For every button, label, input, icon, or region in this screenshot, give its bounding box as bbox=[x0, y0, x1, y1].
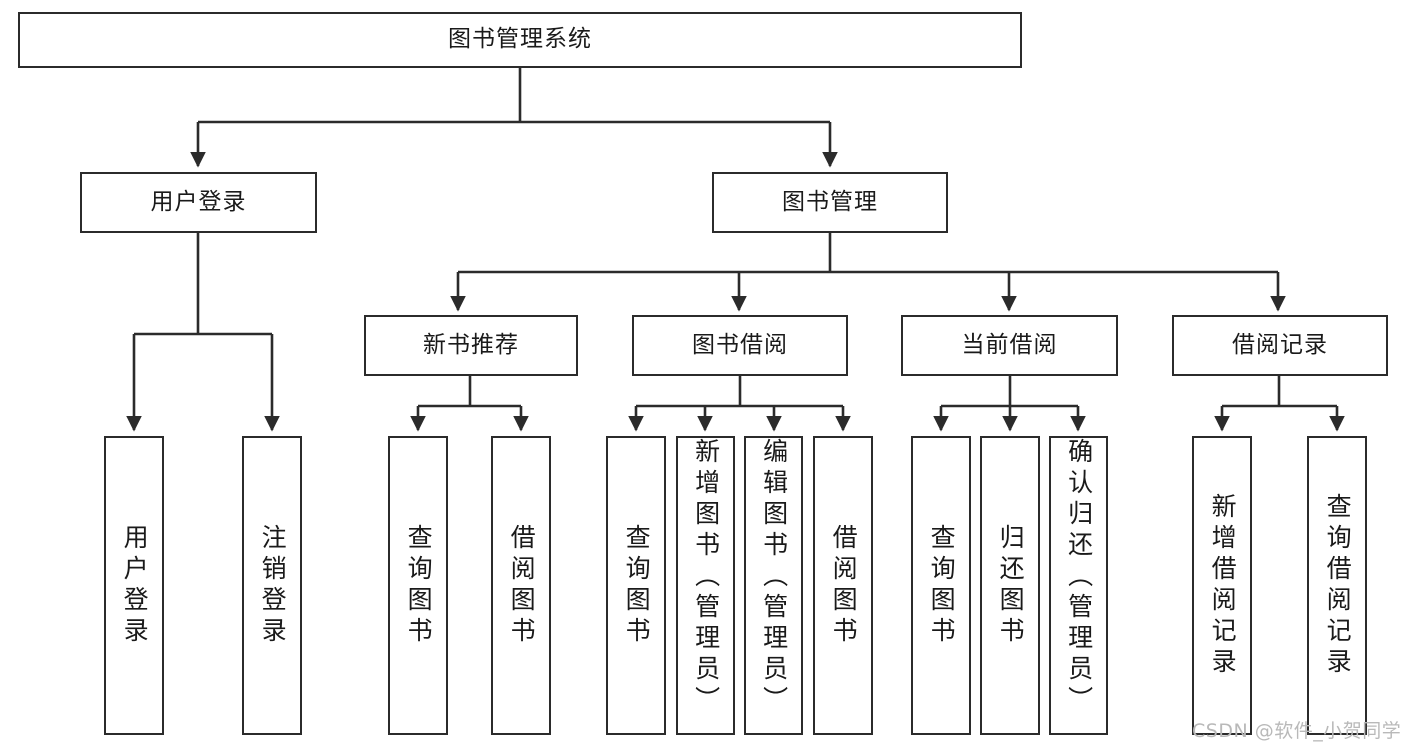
node-leaf-add-book[interactable]: 新增图书（管理员） bbox=[676, 436, 735, 735]
node-label: 用户登录 bbox=[150, 188, 247, 215]
node-leaf-return-book[interactable]: 归还图书 bbox=[980, 436, 1040, 735]
node-label: 借阅记录 bbox=[1232, 331, 1328, 358]
node-leaf-query-book-borrow[interactable]: 查询图书 bbox=[606, 436, 666, 735]
node-leaf-borrow-book-recommend[interactable]: 借阅图书 bbox=[491, 436, 551, 735]
node-label: 编辑图书（管理员） bbox=[759, 438, 789, 717]
node-label: 用户登录 bbox=[120, 523, 150, 648]
node-label: 借阅图书 bbox=[507, 523, 537, 648]
node-label: 图书管理系统 bbox=[448, 26, 592, 53]
node-label: 查询借阅记录 bbox=[1323, 492, 1353, 679]
node-label: 图书借阅 bbox=[692, 331, 788, 358]
node-book-management[interactable]: 图书管理 bbox=[712, 172, 948, 233]
node-leaf-borrow-book[interactable]: 借阅图书 bbox=[813, 436, 873, 735]
node-label: 借阅图书 bbox=[829, 523, 859, 648]
node-label: 新增图书（管理员） bbox=[691, 438, 721, 717]
node-book-borrow[interactable]: 图书借阅 bbox=[632, 315, 848, 376]
node-leaf-edit-book[interactable]: 编辑图书（管理员） bbox=[744, 436, 803, 735]
node-label: 查询图书 bbox=[622, 523, 652, 648]
node-leaf-confirm-return[interactable]: 确认归还（管理员） bbox=[1049, 436, 1108, 735]
node-leaf-query-book-current[interactable]: 查询图书 bbox=[911, 436, 971, 735]
node-leaf-query-book-recommend[interactable]: 查询图书 bbox=[388, 436, 448, 735]
node-leaf-query-borrow-record[interactable]: 查询借阅记录 bbox=[1307, 436, 1367, 735]
node-label: 归还图书 bbox=[996, 523, 1026, 648]
node-borrow-record[interactable]: 借阅记录 bbox=[1172, 315, 1388, 376]
node-label: 注销登录 bbox=[258, 523, 288, 648]
node-label: 新书推荐 bbox=[423, 331, 519, 358]
node-new-book-recommend[interactable]: 新书推荐 bbox=[364, 315, 578, 376]
node-user-login[interactable]: 用户登录 bbox=[80, 172, 317, 233]
csdn-watermark: CSDN @软件_小贺同学 bbox=[1192, 720, 1402, 742]
node-label: 确认归还（管理员） bbox=[1064, 438, 1094, 717]
node-current-borrow[interactable]: 当前借阅 bbox=[901, 315, 1118, 376]
node-label: 图书管理 bbox=[782, 188, 878, 215]
node-leaf-logout-login[interactable]: 注销登录 bbox=[242, 436, 302, 735]
node-label: 当前借阅 bbox=[961, 331, 1058, 358]
node-leaf-add-borrow-record[interactable]: 新增借阅记录 bbox=[1192, 436, 1252, 735]
node-label: 查询图书 bbox=[404, 523, 434, 648]
node-label: 查询图书 bbox=[927, 523, 957, 648]
node-root-book-management-system[interactable]: 图书管理系统 bbox=[18, 12, 1022, 68]
node-leaf-user-login[interactable]: 用户登录 bbox=[104, 436, 164, 735]
node-label: 新增借阅记录 bbox=[1208, 492, 1238, 679]
